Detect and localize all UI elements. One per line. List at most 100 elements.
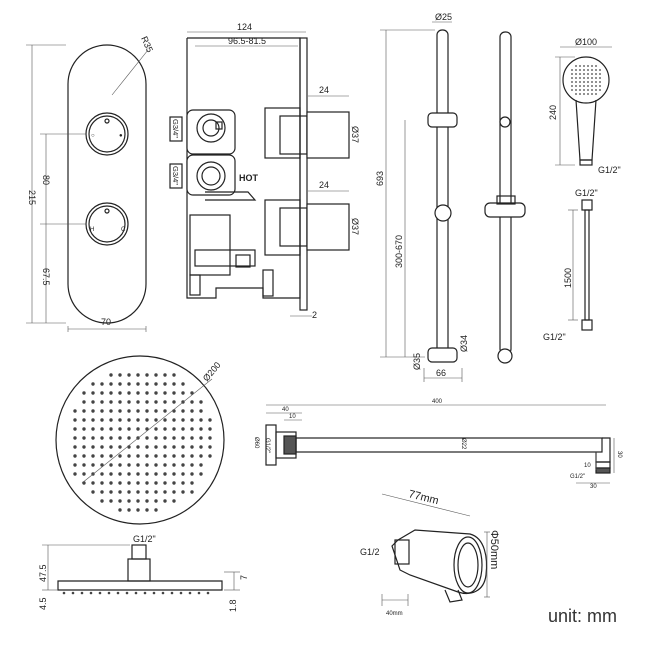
nozzle-dot — [583, 77, 585, 79]
arm-end-30-label: 30 — [590, 484, 597, 490]
nozzle-dot — [118, 436, 122, 440]
nozzle-dot — [172, 400, 176, 404]
nozzle-dot — [127, 490, 131, 494]
hand-shower-head — [562, 56, 610, 104]
nozzle-dot — [575, 81, 577, 83]
nozzle-dot — [591, 65, 593, 67]
nozzle-dot — [145, 382, 149, 386]
nozzle-dot — [579, 69, 581, 71]
nozzle-dot — [163, 427, 167, 431]
nozzle-dot — [595, 73, 597, 75]
rail-side-slider — [484, 202, 526, 218]
nozzle-dot — [579, 65, 581, 67]
nozzle-dot — [73, 445, 77, 449]
outlet-depth-label: 40mm — [386, 611, 403, 617]
nozzle-dot — [172, 481, 176, 485]
nozzle-dot — [172, 409, 176, 413]
nozzle-dot — [583, 93, 585, 95]
nozzle-dot — [82, 472, 86, 476]
rain-bottom-label: 4.5 — [38, 597, 48, 610]
nozzle-dot — [583, 65, 585, 67]
nozzle-dot — [91, 391, 95, 395]
nozzle-dot — [109, 391, 113, 395]
nozzle-dot — [127, 445, 131, 449]
nozzle-dot — [91, 436, 95, 440]
nozzle-dot — [109, 418, 113, 422]
rail-rod — [436, 29, 449, 356]
nozzle-dot — [145, 454, 149, 458]
nozzle-dot — [161, 591, 165, 595]
nozzle-dot — [190, 436, 194, 440]
rain-head-outline — [55, 355, 225, 525]
nozzle-dot — [127, 481, 131, 485]
nozzle-dot — [190, 445, 194, 449]
nozzle-dot — [127, 436, 131, 440]
arm-drop-10-label: 10 — [584, 463, 591, 469]
nozzle-dot — [91, 445, 95, 449]
nozzle-dot — [190, 454, 194, 458]
rain-height-label: 47.5 — [38, 564, 48, 582]
height-693-label: 693 — [375, 171, 385, 186]
nozzle-dot — [91, 454, 95, 458]
nozzle-dot — [145, 427, 149, 431]
depth-124-label: 124 — [237, 22, 252, 32]
hose-length-label: 1500 — [563, 268, 573, 288]
nozzle-dot — [199, 445, 203, 449]
nozzle-dot — [172, 463, 176, 467]
nozzle-dot — [591, 85, 593, 87]
nozzle-dot — [172, 454, 176, 458]
nozzle-dot — [118, 409, 122, 413]
nozzle-dot — [579, 81, 581, 83]
nozzle-dot — [571, 77, 573, 79]
nozzle-dot — [163, 409, 167, 413]
nozzle-dot — [199, 409, 203, 413]
nozzle-dot — [587, 77, 589, 79]
nozzle-dot — [109, 463, 113, 467]
nozzle-dot — [136, 445, 140, 449]
rain-thread-label: G1/2" — [133, 534, 156, 544]
nozzle-dot — [208, 427, 212, 431]
nozzle-dot — [163, 436, 167, 440]
nozzle-dot — [118, 400, 122, 404]
shower-arm: 400 40 10 Ø60 G1/2" Ø22 10 30 G1/2" 30 — [253, 399, 622, 490]
nozzle-dot — [118, 454, 122, 458]
nozzle-dot — [172, 445, 176, 449]
nozzle-dot — [100, 409, 104, 413]
nozzle-dot — [199, 463, 203, 467]
nozzle-dot — [152, 591, 156, 595]
spindle-dia-bottom-label: Ø37 — [350, 218, 360, 235]
nozzle-dot — [595, 77, 597, 79]
nozzle-dot — [579, 85, 581, 87]
nozzle-dot — [575, 65, 577, 67]
hand-shower: Ø100 240 G1/2" — [548, 37, 621, 175]
nozzle-dot — [579, 89, 581, 91]
nozzle-dot — [163, 400, 167, 404]
nozzle-dot — [136, 418, 140, 422]
nozzle-dot — [199, 454, 203, 458]
nozzle-dot — [591, 77, 593, 79]
nozzle-dot — [127, 409, 131, 413]
arm-pipe-label: Ø22 — [460, 438, 466, 450]
spindle-len-bottom-label: 24 — [319, 180, 329, 190]
nozzle-dot — [575, 69, 577, 71]
rod-dia-label: Ø25 — [435, 12, 452, 22]
nozzle-dot — [579, 93, 581, 95]
nozzle-dot — [154, 499, 158, 503]
nozzle-dot — [163, 445, 167, 449]
nozzle-dot — [118, 463, 122, 467]
nozzle-dot — [82, 400, 86, 404]
width-70-label: 70 — [101, 317, 111, 327]
nozzle-dot — [100, 445, 104, 449]
nozzle-dot — [181, 454, 185, 458]
nozzle-dot — [199, 472, 203, 476]
nozzle-dot — [143, 591, 147, 595]
nozzle-dot — [73, 472, 77, 476]
nozzle-dot — [181, 427, 185, 431]
nozzle-dot — [100, 472, 104, 476]
nozzle-dot — [82, 418, 86, 422]
nozzle-dot — [190, 418, 194, 422]
nozzle-dot — [91, 427, 95, 431]
nozzle-dot — [109, 400, 113, 404]
nozzle-dot — [100, 490, 104, 494]
nozzle-dot — [190, 472, 194, 476]
